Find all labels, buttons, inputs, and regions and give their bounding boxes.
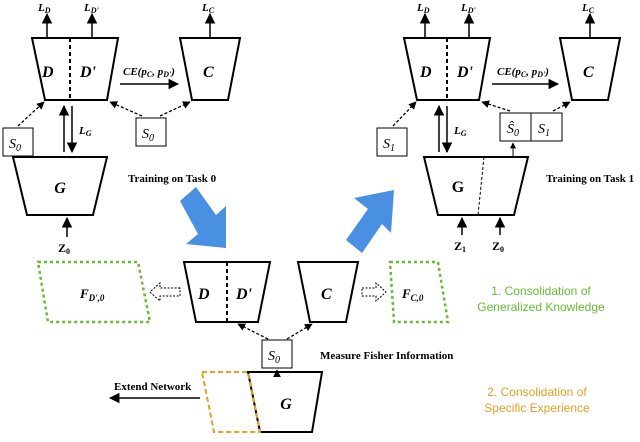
hollow-arrow-to-FD	[149, 281, 181, 303]
generator-block-fisher	[246, 371, 324, 433]
dotted-s0-to-D	[17, 101, 45, 127]
legend-general-line2: Generalized Knowledge	[477, 300, 605, 314]
s0-box-fisher	[261, 339, 293, 369]
label-Dprime-fisher: D'	[235, 286, 253, 303]
label-D: D	[41, 64, 54, 81]
label-s0hat: Ŝ0	[507, 120, 519, 139]
classifier-block-fisher	[296, 261, 360, 323]
classifier-block-task1	[558, 37, 622, 101]
label-LG: LG	[78, 125, 92, 138]
label-FD: FD',0	[79, 286, 105, 303]
label-G-fisher: G	[280, 396, 292, 413]
dotted-s1-to-C	[552, 101, 571, 112]
label-z0-task1: Z0	[492, 239, 504, 254]
s0-box-mid	[135, 117, 167, 147]
label-LD-task1: LD	[416, 2, 430, 15]
label-Dprime: D'	[79, 64, 97, 81]
generator-extension-box	[200, 371, 262, 433]
label-G: G	[54, 180, 66, 197]
label-LDp-task1: LD'	[460, 2, 477, 15]
legend-specific-line2: Specific Experience	[484, 401, 590, 415]
task0-group: D D' LD LD' C LC CE(pC, pD') S0 S0 LG G	[2, 2, 242, 256]
label-s0-left: S0	[9, 137, 21, 154]
dotted-s1-to-D	[392, 101, 417, 127]
caption-fisher: Measure Fisher Information	[320, 350, 453, 362]
label-C: C	[203, 64, 214, 81]
label-s0-fisher: S0	[268, 349, 280, 366]
label-LDp: LD'	[83, 2, 100, 15]
label-CE-task1: CE(pC, pD')	[497, 66, 549, 79]
label-LC-task1: LC	[581, 2, 595, 15]
label-G-task1: G	[452, 179, 465, 196]
dotted-s0-to-C	[159, 101, 191, 117]
label-z0: Z0	[58, 241, 70, 256]
legend-general-line1: 1. Consolidation of	[491, 284, 591, 298]
blue-arrow-down	[180, 187, 226, 248]
label-s1-right: S1	[538, 122, 550, 139]
label-LD: LD	[37, 2, 51, 15]
generator-block-task0	[11, 156, 109, 216]
label-LC: LC	[201, 2, 215, 15]
caption-extend: Extend Network	[114, 381, 192, 393]
hollow-arrow-to-FC	[361, 281, 387, 303]
label-CE: CE(pC, pD')	[123, 66, 175, 79]
label-LG-task1: LG	[453, 125, 467, 138]
caption-task0: Training on Task 0	[128, 173, 217, 185]
label-C-fisher: C	[321, 286, 332, 303]
label-D-fisher: D	[197, 286, 210, 303]
dotted-s0-to-C-fisher	[286, 323, 313, 340]
blue-arrow-up	[346, 190, 394, 253]
dotted-s0-to-D-fisher	[237, 323, 269, 340]
label-FC: FC,0	[401, 286, 424, 303]
legend-specific-line1: 2. Consolidation of	[487, 385, 587, 399]
dotted-s0hat-to-Dp	[481, 100, 511, 112]
task1-group: D D' LD LD' C LC CE(pC, pD') S1 Ŝ0 S1 LG…	[376, 2, 634, 254]
label-s0-mid: S0	[142, 127, 154, 144]
label-Dprime-task1: D'	[456, 64, 474, 81]
label-z1: Z1	[454, 239, 466, 254]
fisher-group: D D' C FD',0 FC,0 S0 G Extend Network Me	[36, 260, 453, 433]
label-D-task1: D	[419, 64, 432, 81]
label-s1-left: S1	[383, 137, 395, 154]
line-G-to-s0hat	[500, 142, 516, 158]
classifier-block-task0	[178, 37, 242, 101]
label-C-task1: C	[583, 64, 594, 81]
fisher-C-box	[388, 260, 450, 324]
s1-box-left	[376, 127, 408, 157]
fisher-D-box	[36, 260, 152, 324]
discriminator-block-task0	[30, 37, 120, 101]
generator-block-task1	[422, 156, 530, 216]
caption-task1: Training on Task 1	[546, 173, 634, 185]
dotted-s0-to-Dp	[109, 101, 143, 117]
